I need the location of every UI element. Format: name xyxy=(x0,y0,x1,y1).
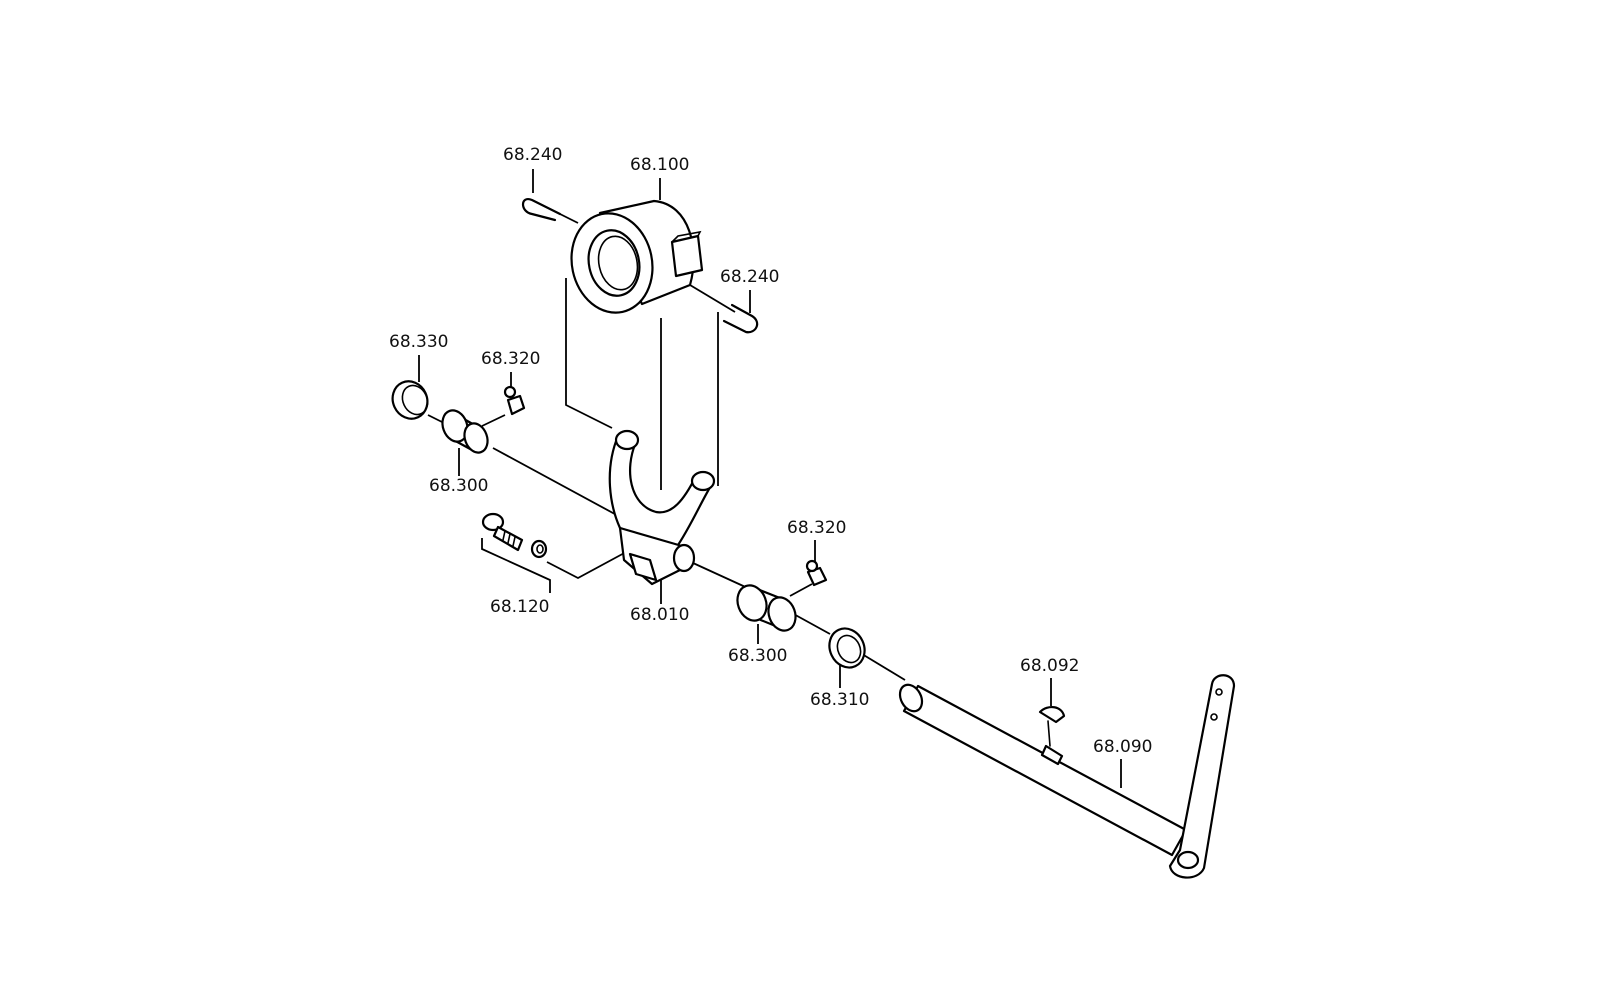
callout-68-100[interactable]: 68.100 xyxy=(630,155,689,175)
bracket-68-120 xyxy=(481,538,551,593)
bushing-right-front xyxy=(767,596,797,632)
callout-68-010[interactable]: 68.010 xyxy=(630,605,689,625)
callout-68-120[interactable]: 68.120 xyxy=(490,597,549,617)
woodruff-key[interactable] xyxy=(1038,706,1066,747)
release-shaft-end xyxy=(898,683,924,713)
cover-ring[interactable] xyxy=(387,376,434,425)
lever-bore xyxy=(1176,850,1200,870)
callout-68-092[interactable]: 68.092 xyxy=(1020,656,1079,676)
clip-top-shape xyxy=(521,198,562,222)
release-fork-arm-tip-right xyxy=(690,470,716,492)
woodruff-key-shape xyxy=(1038,706,1066,724)
bushing-right-end xyxy=(736,584,768,622)
release-bearing-lug xyxy=(670,234,704,278)
callout-68-310[interactable]: 68.310 xyxy=(810,690,869,710)
seal-ring-inner xyxy=(836,634,862,664)
callout-68-300-right[interactable]: 68.300 xyxy=(728,646,787,666)
callout-68-240-top[interactable]: 68.240 xyxy=(503,145,562,165)
release-fork-arm-tip-left xyxy=(614,429,640,451)
axis-line-fork-300 xyxy=(692,562,753,591)
leader-lines xyxy=(418,169,1122,788)
release-fork[interactable] xyxy=(608,429,716,586)
axis-line-screw xyxy=(546,550,629,580)
release-fork-boss xyxy=(628,552,658,582)
axis-line-nipple-right xyxy=(789,583,813,597)
retaining-clip-right[interactable] xyxy=(722,303,759,334)
callout-68-320-right[interactable]: 68.320 xyxy=(787,518,846,538)
bushing-right[interactable] xyxy=(733,581,800,634)
cover-ring-inner xyxy=(401,384,429,416)
grease-nipple-right[interactable] xyxy=(805,559,828,587)
washer-outer xyxy=(530,539,548,559)
bushing-left[interactable] xyxy=(438,407,491,456)
grease-nipple-left-body xyxy=(506,394,526,416)
axis-line-300-310 xyxy=(789,611,831,635)
release-bearing[interactable] xyxy=(562,199,704,320)
axis-line-clip-right xyxy=(689,284,736,313)
bushing-left-end xyxy=(441,409,469,443)
cover-ring-outer xyxy=(391,380,429,420)
release-fork-bore xyxy=(672,543,696,573)
washer-inner xyxy=(536,544,544,554)
lever-hole-mid xyxy=(1210,713,1218,721)
screw-shank xyxy=(492,525,524,552)
axis-line-310-shaft xyxy=(861,653,906,681)
release-shaft-with-lever[interactable] xyxy=(896,674,1236,879)
clip-right-shape xyxy=(722,303,759,334)
seal-ring-outer xyxy=(828,627,866,669)
release-bearing-lug-top xyxy=(671,230,702,243)
grease-nipple-left-head xyxy=(503,385,517,399)
release-bearing-bore-inner xyxy=(597,235,639,291)
lever-arm xyxy=(1168,674,1236,879)
callout-68-320-left[interactable]: 68.320 xyxy=(481,349,540,369)
callout-68-090[interactable]: 68.090 xyxy=(1093,737,1152,757)
screw-with-washer[interactable] xyxy=(481,512,548,559)
assembly-lines xyxy=(427,213,906,681)
callout-68-330[interactable]: 68.330 xyxy=(389,332,448,352)
woodruff-key-axis xyxy=(1047,720,1051,747)
retaining-clip-top[interactable] xyxy=(521,198,562,222)
axis-line-300-fork xyxy=(492,447,625,520)
axis-line-330-300 xyxy=(427,414,445,424)
grease-nipple-right-head xyxy=(805,559,819,573)
callout-labels: 68.240 68.100 68.240 68.330 68.320 68.30… xyxy=(389,145,1152,757)
assembly-line-bearing-left xyxy=(565,278,613,429)
axis-line-nipple-left xyxy=(481,414,506,427)
callout-68-300-left[interactable]: 68.300 xyxy=(429,476,488,496)
bushing-left-front xyxy=(463,422,489,454)
lever-hole-top xyxy=(1215,688,1223,696)
grease-nipple-left[interactable] xyxy=(503,385,526,416)
screw-threads xyxy=(502,530,516,547)
axis-line-clip-top xyxy=(559,213,579,224)
seal-ring[interactable] xyxy=(823,623,871,674)
key-slot xyxy=(1040,744,1064,766)
callout-68-240-right[interactable]: 68.240 xyxy=(720,267,779,287)
